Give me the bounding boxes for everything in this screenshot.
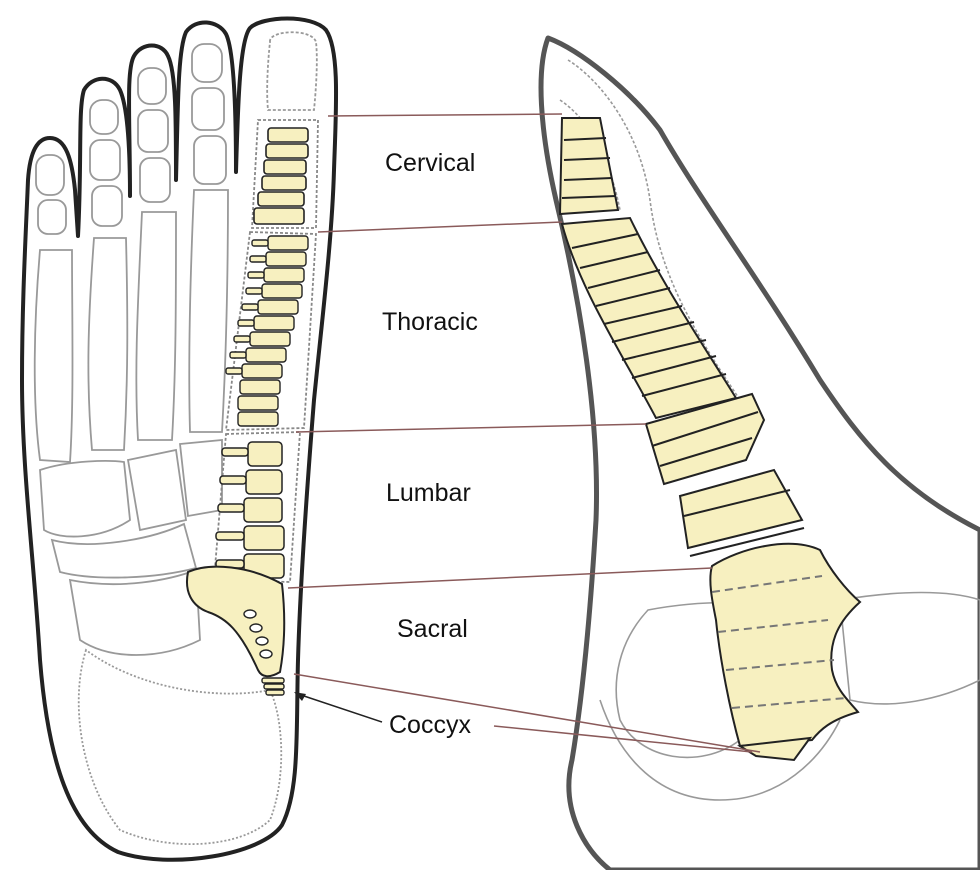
sacral-dividers xyxy=(711,575,847,709)
label-thoracic: Thoracic xyxy=(382,308,478,336)
region-separators xyxy=(213,119,319,583)
label-cervical: Cervical xyxy=(385,149,475,177)
sole-cervical-vertebrae xyxy=(253,127,309,225)
labels: Cervical Thoracic Lumbar Sacral Coccyx xyxy=(382,149,478,739)
leader-line-thoracic xyxy=(317,221,563,233)
sacral-foramina xyxy=(243,609,273,659)
leader-line-coccyx-side xyxy=(293,673,761,753)
metatarsal-bones xyxy=(33,189,229,463)
side-sacrum xyxy=(709,542,862,748)
toe-bones xyxy=(35,31,318,235)
sole-thoracic-vertebrae xyxy=(225,235,309,427)
side-cervical-vertebrae xyxy=(558,117,620,216)
leader-line-cervical xyxy=(327,113,563,117)
sole-coccyx xyxy=(261,677,285,696)
side-coccyx xyxy=(737,736,813,762)
label-lumbar: Lumbar xyxy=(386,479,471,507)
leader-lines xyxy=(287,113,761,753)
sole-sacrum xyxy=(186,565,286,678)
foot-side-view xyxy=(538,35,980,870)
label-coccyx: Coccyx xyxy=(389,711,471,739)
side-lumbar-vertebrae xyxy=(644,392,805,557)
leader-line-lumbar xyxy=(295,423,647,433)
leader-line-sacral xyxy=(287,567,713,589)
coccyx-arrowhead xyxy=(294,692,306,701)
foot-sole-view xyxy=(20,16,339,862)
leader-line-coccyx-label xyxy=(493,725,753,753)
label-sacral: Sacral xyxy=(397,615,468,643)
coccyx-pointer xyxy=(297,693,383,723)
side-outline xyxy=(538,35,980,870)
